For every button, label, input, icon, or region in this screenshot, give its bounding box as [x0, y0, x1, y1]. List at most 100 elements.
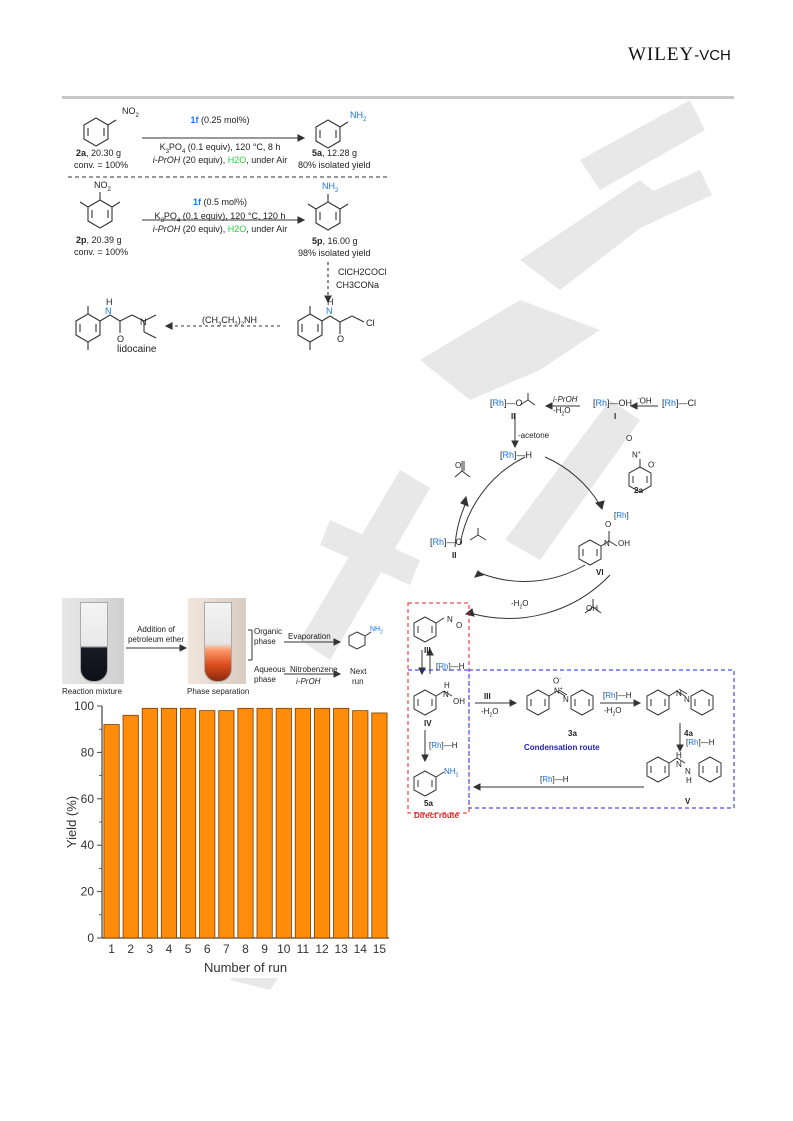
mech-iv-n: N — [443, 690, 449, 699]
catalyst-row1: 1f (0.25 mol%) — [190, 115, 250, 125]
product-5p: 5p, 16.00 g — [312, 236, 358, 246]
mech-rh-h-4a-v: [Rh]—H — [686, 738, 715, 747]
bar-run-2 — [122, 714, 139, 939]
recycle-nh2: NH2 — [370, 626, 383, 636]
bar-run-8 — [237, 707, 254, 939]
direct-route-label: Direct route — [414, 811, 459, 820]
x-tick-label: 4 — [166, 942, 173, 956]
phase-separation-photo — [188, 598, 246, 684]
cond1-row1: K3PO4 (0.1 equiv), 120 °C, 8 h — [159, 142, 281, 155]
conv-2a: conv. = 100% — [74, 160, 129, 170]
bar-run-5 — [180, 707, 197, 939]
x-tick-label: 10 — [277, 942, 291, 956]
x-tick-label: 12 — [315, 942, 329, 956]
x-axis-label: Number of run — [204, 960, 287, 975]
mech-vi-n: N — [604, 539, 610, 548]
lidocaine-label: lidocaine — [117, 344, 157, 355]
iproh-label: i-PrOH — [296, 677, 321, 686]
amide-cl: Cl — [366, 318, 375, 328]
y-tick-label: 100 — [74, 700, 94, 713]
mech-iv-h: H — [444, 681, 450, 690]
mech-4a-n2: N — [684, 695, 690, 704]
direct-route-box — [407, 602, 470, 814]
mech-label-v: V — [685, 797, 691, 806]
mech-rh-ii-left: [Rh]—O — [430, 537, 463, 547]
amide-h: H — [327, 297, 334, 307]
mech-minus-acetone: -acetone — [518, 431, 550, 440]
yield-5p: 98% isolated yield — [298, 248, 371, 258]
addition-label: Addition of — [137, 625, 175, 634]
bar-run-1 — [103, 724, 120, 939]
lidocaine-n2: N — [140, 317, 147, 327]
y-tick-label: 20 — [81, 885, 95, 899]
x-tick-label: 15 — [373, 942, 387, 956]
petroleum-label: petroleum ether — [127, 635, 185, 644]
substrate-2a: 2a, 20.30 g — [76, 148, 122, 158]
mech-label-2a: 2a — [634, 486, 643, 495]
bar-run-12 — [313, 707, 331, 939]
y-tick-label: 80 — [81, 745, 95, 759]
lidocaine-n1: N — [105, 306, 112, 316]
mech-iii-o: O — [456, 621, 463, 630]
scale-up-scheme — [68, 117, 390, 350]
bar-run-4 — [160, 707, 178, 939]
evaporation-label: Evaporation — [288, 632, 331, 641]
mech-v-n2: N — [685, 767, 691, 776]
mech-label-3a: 3a — [568, 729, 577, 738]
mech-3a-n2: N — [563, 695, 569, 704]
mech-iv-oh: OH — [453, 697, 465, 706]
sub-group-2a: NO2 — [122, 106, 139, 119]
organic-phase-label: phase — [254, 637, 276, 646]
y-tick-label: 60 — [81, 792, 95, 806]
header-rule — [62, 96, 734, 99]
conv-2p: conv. = 100% — [74, 247, 129, 257]
bar-run-7 — [218, 710, 235, 939]
mech-iii-reagent: III — [484, 692, 491, 701]
reagent-diethylamine: (CH3CH2)2NH — [202, 315, 258, 328]
bar-run-10 — [275, 707, 292, 939]
x-tick-label: 1 — [108, 942, 115, 956]
nitrobenzene-label: Nitrobenzene — [290, 665, 338, 674]
x-tick-label: 14 — [354, 942, 368, 956]
bar-run-9 — [256, 707, 273, 939]
x-tick-label: 11 — [297, 942, 310, 956]
recycle-arrows — [126, 629, 372, 678]
mech-minus-h2o-top: -H2O — [553, 406, 571, 418]
mechanism-scheme — [407, 393, 735, 814]
reaction-mixture-label: Reaction mixture — [62, 687, 123, 696]
mech-iproh: i-PrOH — [553, 395, 578, 404]
substrate-2p: 2p, 20.39 g — [76, 235, 122, 245]
publisher-logo: WILEY-VCH — [628, 44, 731, 65]
mech-nitro-n: N+ — [632, 450, 641, 460]
cond1-row2: K3PO4 (0.1 equiv), 120 °C, 120 h — [154, 211, 286, 224]
bar-run-11 — [294, 707, 311, 939]
x-tick-label: 13 — [334, 942, 348, 956]
mech-3a-o: O- — [553, 676, 561, 686]
mech-oh-minus: -OH — [638, 396, 652, 406]
mech-minus-h2o-4a: -H2O — [604, 706, 622, 718]
sub-group-2p: NO2 — [94, 180, 111, 193]
bar-run-6 — [199, 710, 216, 939]
recycle-photo-strip: Reaction mixture Addition of petroleum e… — [62, 598, 397, 698]
lidocaine-h: H — [106, 297, 113, 307]
x-tick-label: 8 — [242, 942, 249, 956]
mech-v-h2: H — [686, 776, 692, 785]
mech-3a-n: N+ — [554, 686, 563, 696]
mech-rh-h-v-5a: [Rh]—H — [540, 775, 569, 784]
mech-label-5a: 5a — [424, 799, 433, 808]
mech-vi-o: O — [605, 520, 612, 529]
mech-label-ii-top: II — [511, 412, 516, 421]
mech-v-h1: H — [676, 751, 682, 760]
reagent-ch3cona: CH3CONa — [336, 280, 380, 290]
reagent-clch2cocl: ClCH2COCl — [338, 267, 387, 277]
aqueous-label: Aqueous — [254, 665, 286, 674]
next-label: Next — [350, 667, 367, 676]
mech-acetone-o: O — [455, 461, 462, 470]
bar-run-15 — [371, 712, 388, 939]
mech-rh-h-3a-4a: [Rh]—H — [603, 691, 632, 700]
prod-group-5a: NH2 — [350, 110, 367, 123]
x-tick-label: 3 — [146, 942, 153, 956]
mech-nitro-o2: O- — [648, 460, 656, 470]
mech-rh-h-iv-5a: [Rh]—H — [429, 741, 458, 750]
